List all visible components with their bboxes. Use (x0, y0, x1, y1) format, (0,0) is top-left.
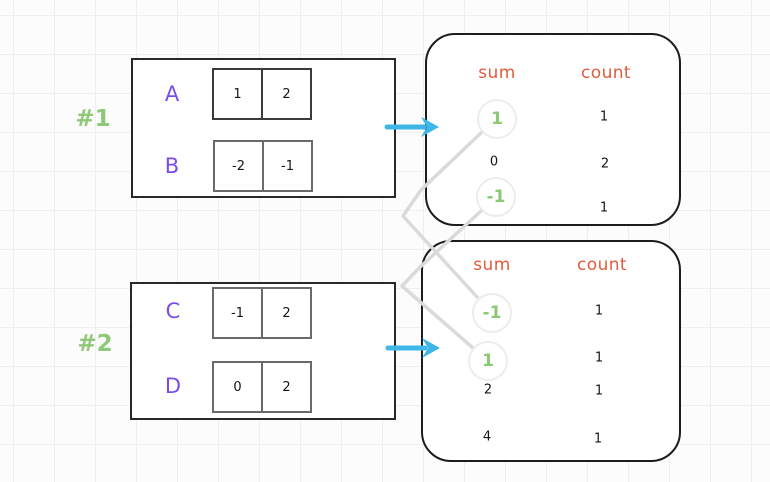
highlighted-sum-circle: 1 (468, 341, 508, 381)
result-table-2-box (421, 240, 681, 462)
array-d-label: D (164, 374, 182, 398)
array-cell: 0 (212, 361, 263, 413)
array-cell: -1 (262, 140, 313, 192)
array-a-cells: 1 2 (212, 68, 312, 120)
cell-value: 1 (233, 86, 242, 102)
count-value: 2 (600, 156, 610, 172)
highlighted-sum-circle: -1 (472, 293, 512, 333)
cell-value: -1 (281, 158, 294, 174)
group-1-id: #1 (75, 106, 111, 132)
count-value: 1 (593, 431, 603, 447)
count-value: 1 (599, 109, 609, 125)
group-2-id: #2 (77, 331, 113, 357)
array-c-label: C (165, 299, 181, 323)
cell-value: 2 (282, 86, 291, 102)
array-b-cells: -2 -1 (213, 140, 313, 192)
array-cell: -1 (212, 287, 263, 339)
array-cell: 2 (261, 361, 312, 413)
cell-value: 2 (282, 305, 291, 321)
sum-value: -1 (482, 303, 502, 323)
array-b-label: B (164, 154, 180, 178)
sum-value: 2 (483, 382, 493, 398)
cell-value: 2 (282, 379, 291, 395)
sum-value: 1 (491, 109, 503, 129)
count-value: 1 (599, 200, 609, 216)
arrow-right-icon (385, 338, 440, 358)
array-d-cells: 0 2 (212, 361, 312, 413)
array-a-label: A (164, 82, 180, 106)
cell-value: -2 (232, 158, 245, 174)
table2-sum-header: sum (473, 255, 511, 275)
sum-value: -1 (486, 187, 506, 207)
cell-value: -1 (231, 305, 244, 321)
array-cell: 2 (261, 68, 312, 120)
arrow-right-icon (384, 117, 439, 137)
sum-value: 0 (489, 154, 499, 170)
array-cell: -2 (213, 140, 264, 192)
highlighted-sum-circle: -1 (476, 177, 516, 217)
cell-value: 0 (233, 379, 242, 395)
count-value: 1 (594, 303, 604, 319)
table1-sum-header: sum (478, 63, 516, 83)
array-c-cells: -1 2 (212, 287, 312, 339)
sum-value: 4 (482, 429, 492, 445)
array-cell: 2 (261, 287, 312, 339)
count-value: 1 (594, 350, 604, 366)
result-table-1-box (425, 33, 681, 226)
table1-count-header: count (581, 63, 631, 83)
table2-count-header: count (577, 255, 627, 275)
count-value: 1 (594, 383, 604, 399)
sum-value: 1 (482, 351, 494, 371)
highlighted-sum-circle: 1 (477, 99, 517, 139)
array-cell: 1 (212, 68, 263, 120)
